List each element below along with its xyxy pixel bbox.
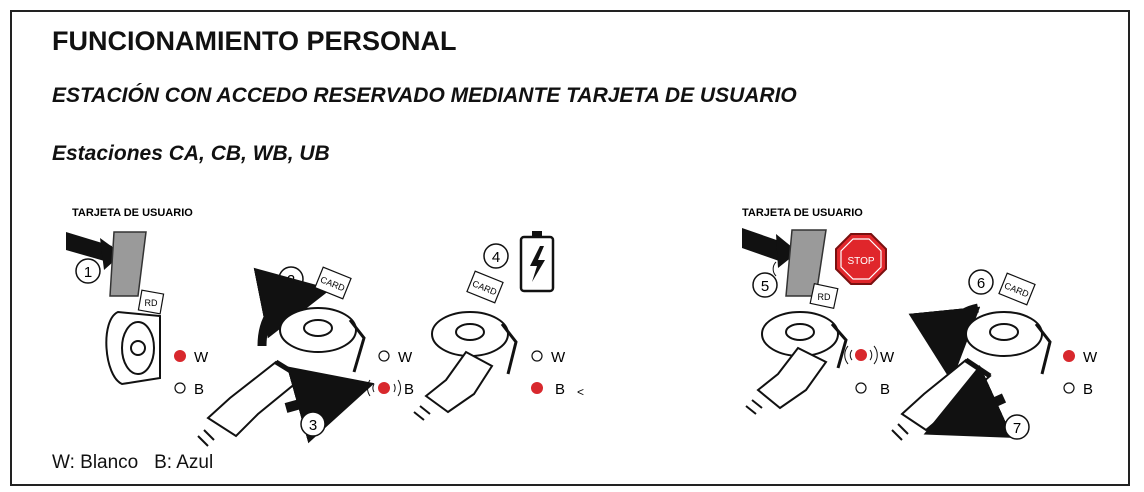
insert-arrow-icon bbox=[284, 366, 375, 444]
svg-text:B: B bbox=[1083, 381, 1093, 398]
led-indicator-icon: W B bbox=[844, 345, 895, 398]
svg-text:1: 1 bbox=[84, 264, 92, 281]
svg-text:7: 7 bbox=[1013, 420, 1021, 437]
socket-icon: CARD bbox=[431, 270, 518, 375]
step-badge-3: 3 bbox=[300, 411, 326, 437]
svg-text:6: 6 bbox=[977, 275, 985, 292]
socket-icon: RD bbox=[105, 289, 165, 386]
step-badge-5: 5 bbox=[752, 272, 778, 298]
svg-text:STOP: STOP bbox=[847, 256, 874, 267]
svg-text:2: 2 bbox=[287, 272, 295, 289]
remove-arrow-icon bbox=[923, 365, 1013, 438]
color-legend: W: Blanco B: Azul bbox=[52, 452, 214, 473]
svg-text:<: < bbox=[577, 385, 584, 399]
hand-arrow-icon bbox=[742, 228, 798, 268]
step-badge-6: 6 bbox=[968, 269, 994, 295]
plug-icon bbox=[413, 350, 494, 421]
svg-text:B: B bbox=[555, 381, 565, 398]
step-badge-2: 2 bbox=[278, 266, 304, 292]
stop-sign-icon: STOP bbox=[835, 233, 887, 285]
svg-text:B: B bbox=[194, 381, 204, 398]
led-indicator-icon: W B bbox=[366, 349, 414, 398]
curved-arrow-icon bbox=[253, 267, 332, 347]
svg-text:W: W bbox=[551, 349, 566, 366]
svg-text:B: B bbox=[880, 381, 890, 398]
step-badge-7: 7 bbox=[1004, 414, 1030, 440]
socket-icon: CARD bbox=[965, 272, 1052, 375]
svg-text:4: 4 bbox=[492, 249, 500, 266]
svg-text:W: W bbox=[880, 349, 895, 366]
svg-text:W: W bbox=[1083, 349, 1098, 366]
led-indicator-icon: W B bbox=[174, 349, 209, 398]
led-indicator-icon: W B < bbox=[531, 349, 584, 399]
svg-text:3: 3 bbox=[309, 417, 317, 434]
socket-icon: CARD bbox=[279, 266, 366, 373]
hand-arrow-icon bbox=[66, 232, 122, 270]
svg-text:B: B bbox=[404, 381, 414, 398]
stations-heading: Estaciones CA, CB, WB, UB bbox=[52, 142, 330, 165]
socket-icon: RD bbox=[761, 283, 848, 369]
step-badge-1: 1 bbox=[75, 258, 101, 284]
card-label-left: TARJETA DE USUARIO bbox=[72, 207, 193, 219]
svg-text:RD: RD bbox=[818, 292, 831, 302]
svg-text:W: W bbox=[398, 349, 413, 366]
user-card-icon bbox=[109, 231, 147, 297]
curved-arrow-icon bbox=[908, 303, 981, 382]
diagram-frame bbox=[10, 10, 1130, 486]
led-indicator-icon: W B bbox=[1063, 349, 1098, 398]
page-title: FUNCIONAMIENTO PERSONAL bbox=[52, 26, 457, 56]
card-label-right: TARJETA DE USUARIO bbox=[742, 207, 863, 219]
plug-icon bbox=[745, 346, 828, 415]
step-badge-4: 4 bbox=[483, 243, 509, 269]
plug-icon bbox=[891, 357, 992, 441]
svg-text:W: W bbox=[194, 349, 209, 366]
svg-text:5: 5 bbox=[761, 278, 769, 295]
page-subtitle: ESTACIÓN CON ACCEDO RESERVADO MEDIANTE T… bbox=[52, 84, 797, 107]
svg-text:RD: RD bbox=[145, 298, 158, 308]
battery-charging-icon bbox=[519, 231, 555, 293]
